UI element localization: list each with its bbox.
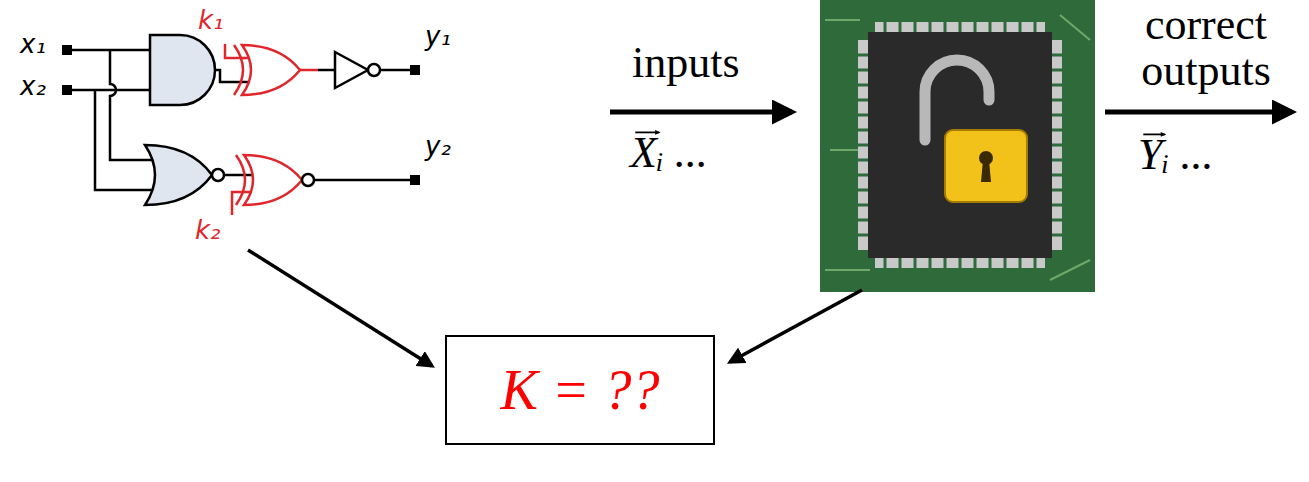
inversion-bubble <box>368 64 380 76</box>
inverter <box>335 52 368 88</box>
wires <box>72 50 410 190</box>
output-signal: y₂ <box>425 132 451 162</box>
oracle-arrow <box>730 290 862 362</box>
input-vector: Xᵢ ... <box>630 128 708 179</box>
key-box: K = ?? <box>445 335 715 445</box>
output-vector: Yᵢ ... <box>1138 130 1213 181</box>
inversion-bubble <box>212 169 224 181</box>
nor-gate <box>145 145 212 205</box>
output-signal: y₁ <box>425 22 451 52</box>
output-pin <box>410 175 420 185</box>
inversion-bubble <box>302 174 314 186</box>
key-bit: k₁ <box>198 6 223 36</box>
key-text: K = ?? <box>500 358 659 422</box>
outputs-label: correct outputs <box>1106 2 1306 94</box>
key-xnor-gate <box>232 155 302 215</box>
key-xor-gate <box>225 44 318 95</box>
input-pin <box>62 45 72 55</box>
input-pin <box>62 85 72 95</box>
netlist-arrow <box>248 250 432 366</box>
input-arrow <box>610 110 792 115</box>
input-signal: x₁ <box>20 30 46 60</box>
chip-illustration <box>820 0 1095 292</box>
output-arrow <box>1105 110 1292 115</box>
input-signal: x₂ <box>20 72 46 102</box>
output-pin <box>410 65 420 75</box>
inputs-label: inputs <box>632 38 740 89</box>
key-bit: k₂ <box>195 216 220 246</box>
and-gate <box>150 35 215 105</box>
